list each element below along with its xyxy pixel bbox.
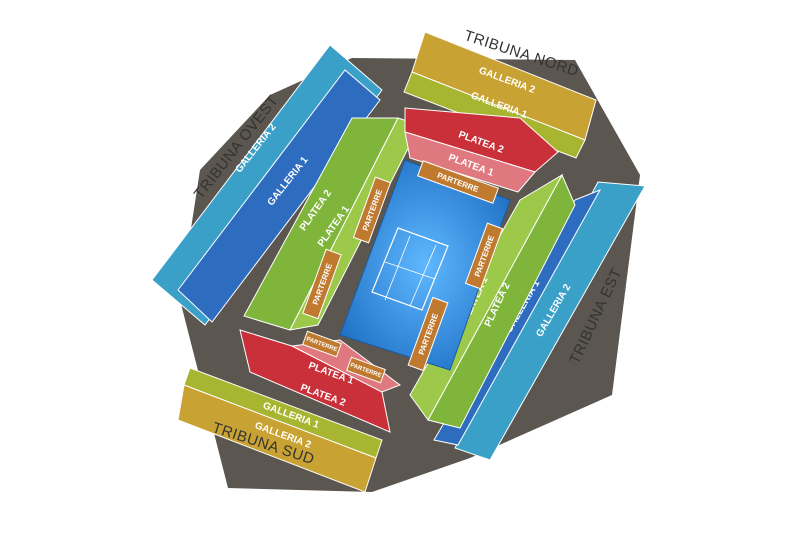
section-sud-galleria-2[interactable] [177,384,377,493]
court-line [409,244,437,307]
section-platea-1-north[interactable] [404,131,536,193]
tribuna-ovest: GALLERIA 2 GALLERIA 1 [151,44,383,326]
court-net [384,261,436,280]
court-line [384,235,411,301]
tennis-court [371,227,449,311]
section-platea-2-north[interactable] [404,107,559,173]
section-platea-2-south[interactable] [239,329,391,433]
section-ovest-galleria-1[interactable] [177,69,381,323]
